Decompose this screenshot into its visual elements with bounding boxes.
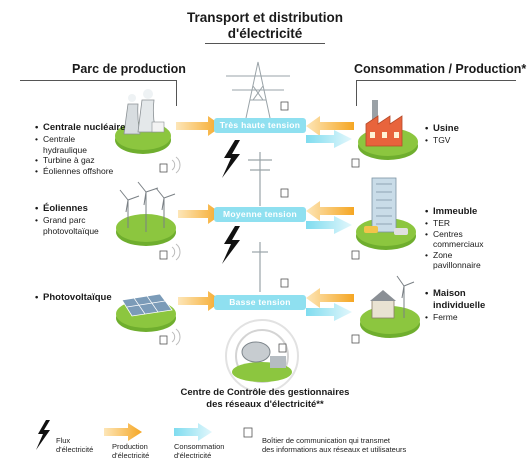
production-arrows xyxy=(176,116,354,311)
lightning-icon-1 xyxy=(222,140,240,178)
left-block-solar: Photovoltaïque xyxy=(34,292,134,304)
legend-lightning-icon xyxy=(36,420,50,450)
left-header-rule xyxy=(20,80,176,81)
control-center-caption: Centre de Contrôle des gestionnaires des… xyxy=(180,387,350,410)
solar-island xyxy=(116,293,176,332)
legend-production-arrow xyxy=(104,423,142,441)
high-voltage-pylon xyxy=(226,61,290,119)
left-header: Parc de production xyxy=(72,62,186,76)
legend-flux: Flux d'électricité xyxy=(56,436,94,454)
building-island xyxy=(356,177,416,250)
communication-box-icons xyxy=(159,101,360,345)
right-block-building: Immeuble TER Centres commerciaux Zone pa… xyxy=(424,206,524,271)
factory-island xyxy=(358,100,418,160)
low-voltage-pole xyxy=(252,242,268,292)
legend-communication-box: Boîtier de communication qui transmet de… xyxy=(262,436,407,454)
signal-wave-icons xyxy=(171,156,181,346)
bar-low-voltage: Basse tension xyxy=(214,295,306,310)
medium-voltage-pole xyxy=(248,152,272,206)
legend-production: Production d'électricité xyxy=(112,442,150,460)
left-block-nuclear: Centrale nucléaire Centrale hydraulique … xyxy=(34,122,134,176)
legend-consumption-arrow xyxy=(174,423,212,441)
title-underline xyxy=(205,43,325,44)
consumption-arrows xyxy=(306,130,352,321)
lightning-icon-2 xyxy=(222,226,240,264)
control-center-dish xyxy=(225,319,299,393)
right-header-drop xyxy=(356,80,357,106)
house-island xyxy=(360,275,420,338)
diagram-title: Transport et distribution d'électricité xyxy=(186,10,343,41)
bar-very-high-voltage: Très haute tension xyxy=(214,118,306,133)
right-header: Consommation / Production* xyxy=(354,62,527,76)
legend-consumption: Consommation d'électricité xyxy=(174,442,225,460)
bar-medium-voltage: Moyenne tension xyxy=(214,207,306,222)
right-block-house: Maison individuelle Ferme xyxy=(424,288,524,323)
right-block-factory: Usine TGV xyxy=(424,123,524,146)
left-header-drop xyxy=(176,80,177,106)
left-block-wind: Éoliennes Grand parc photovoltaïque xyxy=(34,203,134,236)
right-header-rule xyxy=(356,80,516,81)
legend-box-icon xyxy=(243,427,253,438)
